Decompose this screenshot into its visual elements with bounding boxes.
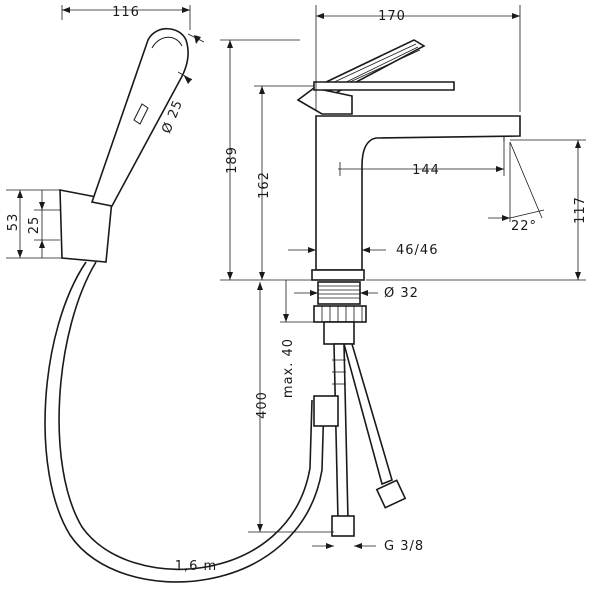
supply-hose-bent	[342, 343, 393, 486]
dim-400	[248, 282, 334, 533]
dim-144-label: 144	[412, 163, 440, 178]
dim-diameter-32-label: Ø 32	[384, 286, 419, 301]
hose-nut-bent	[375, 479, 407, 509]
shank-lower	[323, 321, 355, 345]
dim-diameter-32	[294, 290, 378, 296]
dim-400-label: 400	[255, 391, 270, 419]
dim-162-label: 162	[257, 171, 272, 199]
dim-22-angle	[488, 141, 545, 222]
shower-button	[133, 103, 149, 125]
dim-53-label: 53	[6, 213, 21, 232]
lever-hatch	[329, 43, 417, 85]
faucet-body	[315, 115, 521, 271]
hand-shower	[90, 27, 189, 207]
shower-hose-outer	[44, 261, 325, 583]
dim-116	[61, 5, 191, 30]
dim-189-label: 189	[225, 146, 240, 174]
dim-diameter-25	[177, 33, 205, 84]
dim-170	[315, 5, 521, 112]
dim-53-25	[6, 189, 62, 259]
dim-144	[338, 142, 505, 176]
thread-lines	[318, 285, 360, 299]
nut-teeth	[321, 306, 363, 322]
dim-46-46-label: 46/46	[396, 243, 438, 258]
hose-nut-straight	[331, 515, 355, 537]
dim-162	[254, 85, 314, 280]
faucet-base	[311, 269, 365, 281]
dim-g38	[312, 543, 376, 549]
dim-g38-label: G 3/8	[384, 539, 424, 554]
shower-hose-inner	[58, 261, 313, 571]
dim-170-label: 170	[378, 9, 406, 24]
hose-ribbing	[332, 359, 346, 385]
threaded-shank	[317, 281, 361, 305]
supply-hose-straight	[333, 343, 349, 521]
faucet-top-plate	[313, 81, 455, 91]
dim-117-label: 117	[573, 196, 588, 224]
dim-25-label: 25	[27, 216, 42, 235]
hose-connector	[313, 395, 339, 427]
dim-1-6m-label: 1,6 m	[175, 559, 217, 574]
dim-46-46	[288, 247, 386, 253]
faucet-cap	[296, 87, 353, 115]
dim-max-40	[280, 280, 314, 323]
hand-shower-face	[151, 36, 183, 49]
dim-117	[366, 139, 586, 281]
dim-max-40-label: max. 40	[281, 338, 296, 398]
dim-189	[220, 39, 312, 281]
lever-hatch-2	[333, 46, 419, 89]
dim-116-label: 116	[112, 5, 140, 20]
dim-22-label: 22°	[511, 219, 537, 234]
